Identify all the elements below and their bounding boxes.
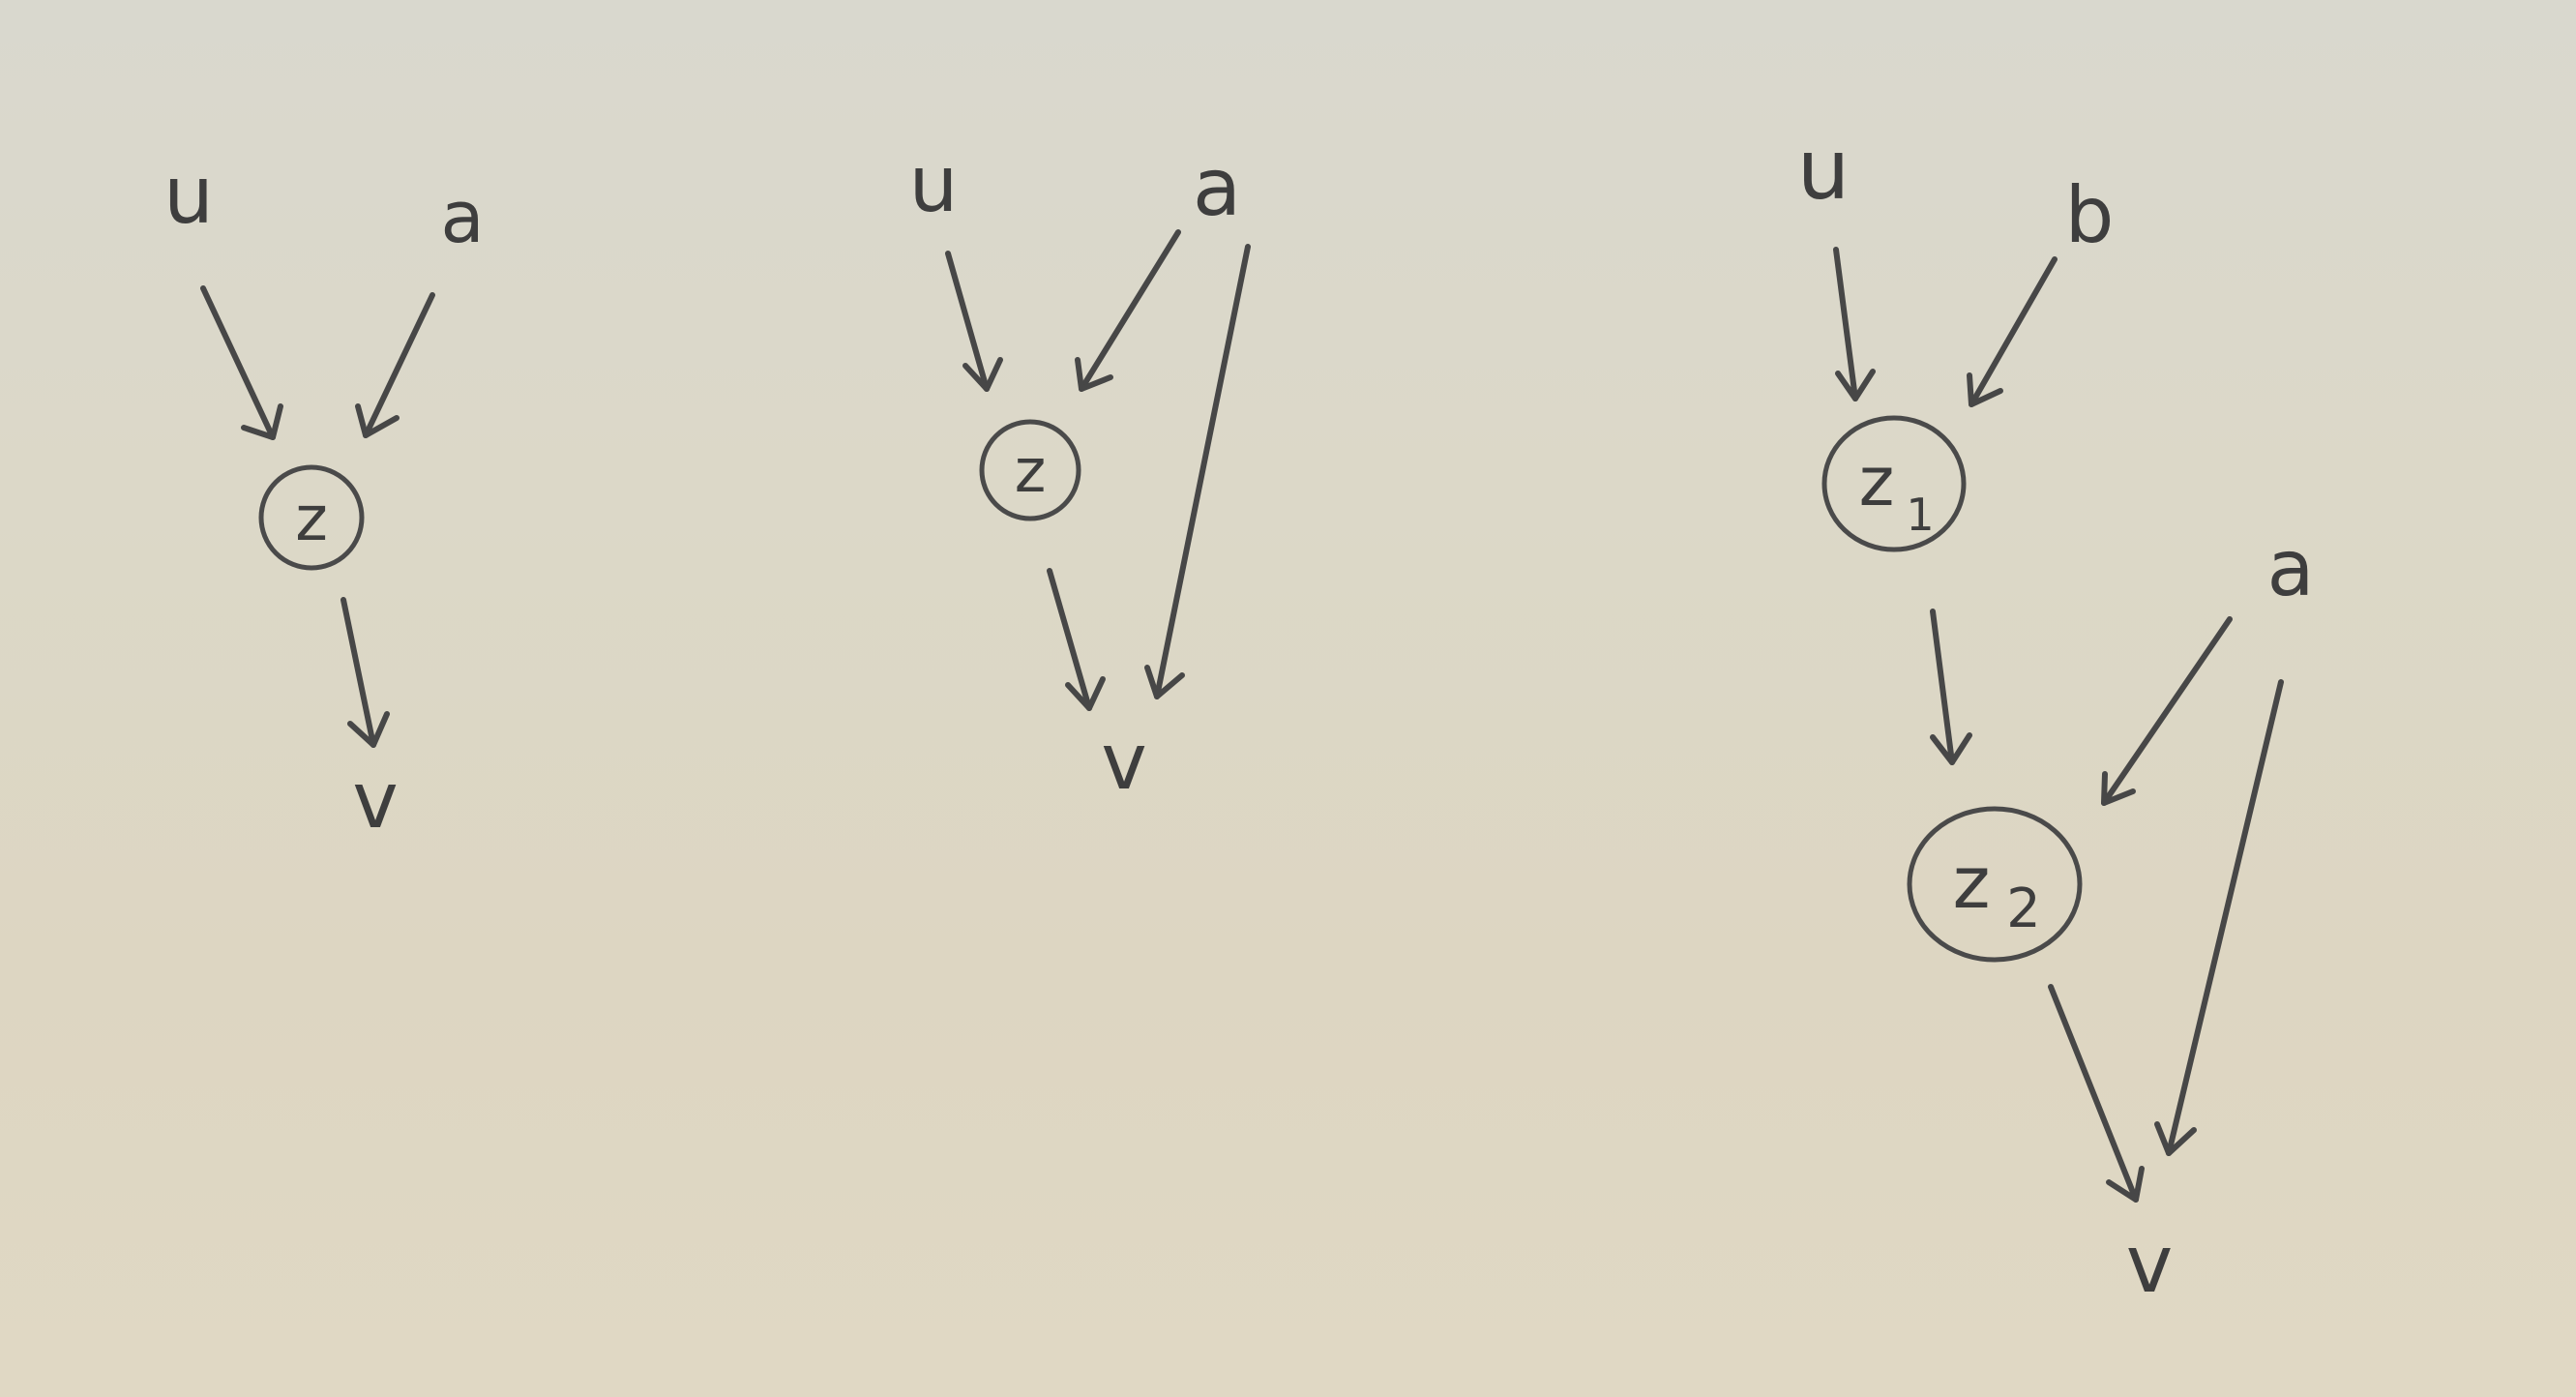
edge-a-to-z xyxy=(1075,229,1181,392)
node-z: z xyxy=(295,484,328,555)
edge-a-to-v xyxy=(1144,244,1251,699)
node-z1: z 1 xyxy=(1859,442,1935,541)
edge-z-to-v xyxy=(1047,568,1106,711)
node-b: b xyxy=(2065,170,2115,260)
node-z1-ring xyxy=(1821,415,1967,552)
node-v: v xyxy=(352,756,398,846)
node-z-ring xyxy=(979,419,1081,521)
node-z1-letter: z xyxy=(1859,442,1895,521)
node-u: u xyxy=(1797,122,1851,219)
diagram-2: u a z v xyxy=(909,139,1251,807)
node-z2-letter: z xyxy=(1953,842,1991,925)
node-z-ring xyxy=(258,464,365,571)
edge-a-to-z xyxy=(355,292,435,438)
edge-b-to-z1 xyxy=(1967,256,2058,407)
edge-z1-to-z2 xyxy=(1930,609,1972,765)
edge-z2-to-v xyxy=(2048,984,2145,1203)
node-z2-ring xyxy=(1907,806,2083,963)
diagram-1: u a z v xyxy=(163,150,485,846)
node-z1-subscript: 1 xyxy=(1906,489,1934,541)
edge-z-to-v xyxy=(341,597,390,748)
edge-a-to-z2 xyxy=(2101,616,2233,806)
diagram-3: u b z 1 a xyxy=(1797,122,2315,1311)
node-a: a xyxy=(2266,523,2314,613)
node-v: v xyxy=(1101,717,1146,807)
edge-u-to-z1 xyxy=(1833,247,1876,401)
edge-u-to-z xyxy=(200,285,283,440)
edge-a-to-v xyxy=(2154,679,2284,1156)
node-a: a xyxy=(1193,142,1241,234)
node-v: v xyxy=(2126,1219,2174,1311)
node-u: u xyxy=(909,139,959,229)
node-z2-subscript: 2 xyxy=(2006,877,2041,940)
node-z2: z 2 xyxy=(1953,842,2041,940)
node-z: z xyxy=(1015,435,1047,506)
edge-u-to-z xyxy=(945,251,1003,392)
node-u: u xyxy=(163,150,214,242)
node-a: a xyxy=(440,176,484,259)
